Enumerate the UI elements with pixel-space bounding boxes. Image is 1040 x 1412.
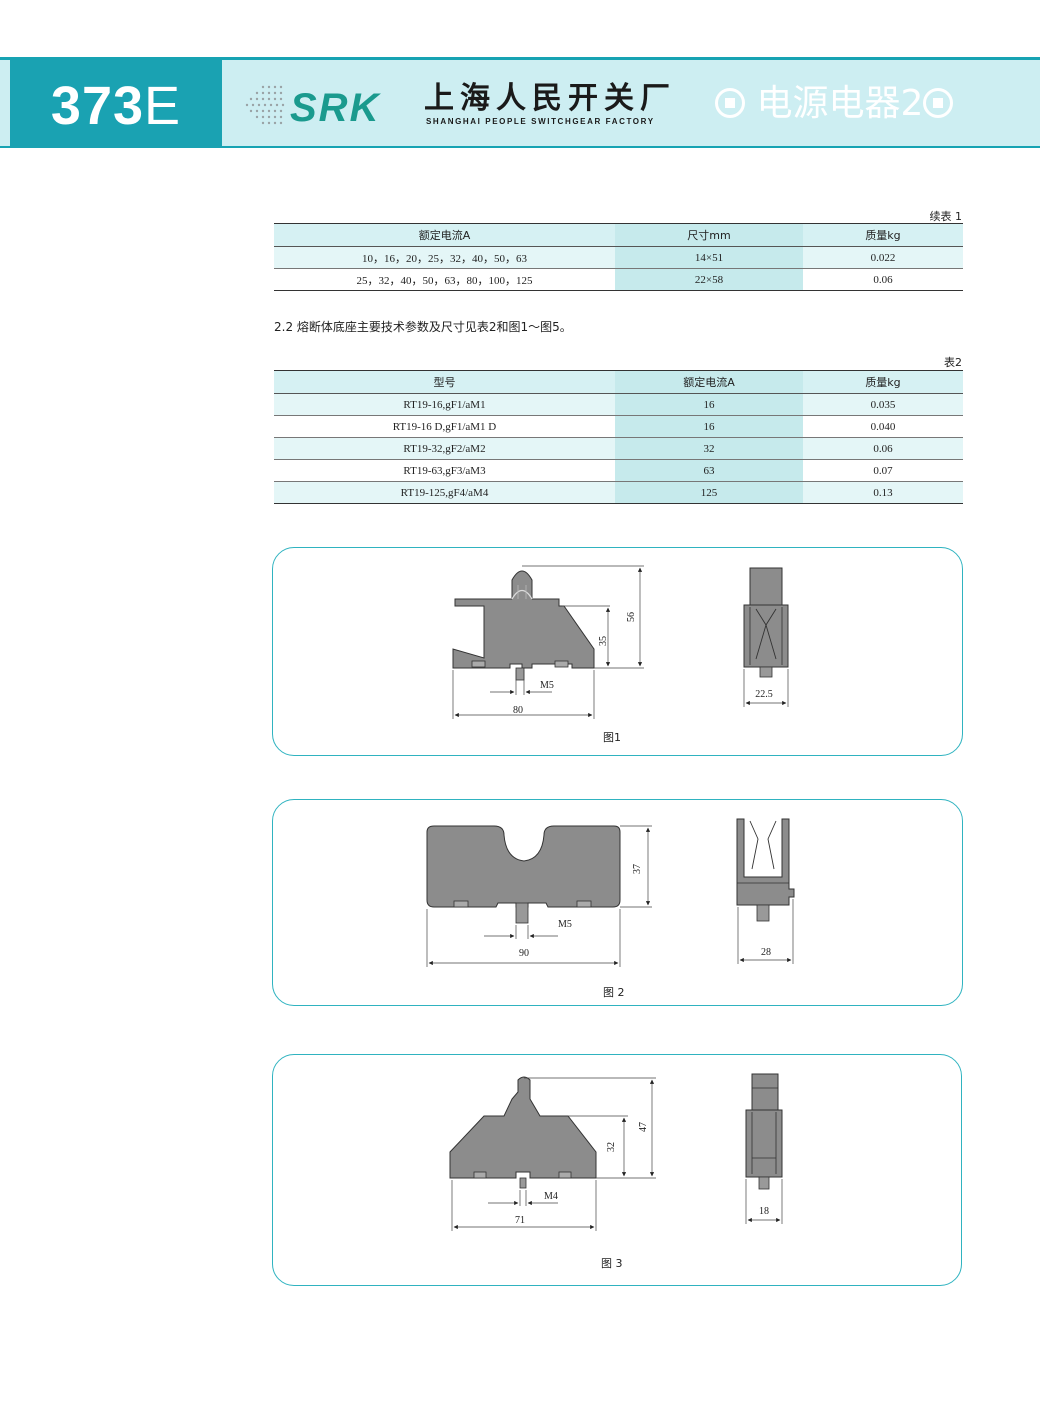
- page-header: 373E SRK 上海人民开关厂 SHANGHAI PEOPLE SWITCHG…: [0, 0, 1040, 150]
- fig2-side-body: [736, 818, 795, 906]
- figure2-drawing: 37 M5 90 28: [426, 818, 795, 967]
- company-name-cn: 上海人民开关厂: [424, 81, 676, 116]
- fig2-base-body: [426, 825, 621, 908]
- bullet-square-icon: [715, 88, 745, 118]
- table-cell: 16: [615, 415, 803, 438]
- table2-caption: 表2: [944, 356, 962, 369]
- figure3-caption: 图 3: [601, 1257, 623, 1270]
- dim-label: 22.5: [755, 689, 773, 700]
- logo-dots-icon: [245, 85, 285, 125]
- table-cell: 16: [615, 393, 803, 416]
- table2-col-model: 型号: [274, 370, 615, 394]
- dim-label: 28: [761, 947, 771, 958]
- table-cell: 22×58: [615, 268, 803, 291]
- category-title: 电源电器2: [715, 82, 954, 126]
- dim-label: 71: [515, 1215, 525, 1226]
- table-cell: 0.06: [803, 437, 963, 460]
- table-cell: RT19-32,gF2/aM2: [274, 437, 615, 460]
- figure1-drawing: 35 56 M5 80 22.5: [452, 565, 789, 719]
- dim-label: 37: [632, 864, 643, 874]
- dim-label: 80: [513, 705, 523, 716]
- table-cell: 32: [615, 437, 803, 460]
- table-row: 25，32，40，50，63，80，100，125 22×58 0.06: [274, 268, 963, 291]
- header-bottom-rule: [0, 146, 1040, 148]
- table-cell: RT19-63,gF3/aM3: [274, 459, 615, 482]
- fig1-base-body: [452, 570, 595, 669]
- fig3-base-body: [449, 1076, 597, 1179]
- section-paragraph: 2.2 熔断体底座主要技术参数及尺寸见表2和图1～图5。: [274, 320, 572, 334]
- table-cell: 0.06: [803, 268, 963, 291]
- table-cell: RT19-16,gF1/aM1: [274, 393, 615, 416]
- fig3-side-cap: [751, 1073, 779, 1115]
- table-cell: 25，32，40，50，63，80，100，125: [274, 268, 615, 291]
- table1-col-size: 尺寸mm: [615, 223, 803, 247]
- dim-label: M5: [558, 919, 572, 930]
- table1-col-current: 额定电流A: [274, 223, 615, 247]
- table-cell: 0.040: [803, 415, 963, 438]
- table2: 型号 额定电流A 质量kg RT19-16,gF1/aM1 16 0.035 R…: [274, 370, 963, 504]
- dim-label: 32: [606, 1142, 617, 1152]
- table1-header-row: 额定电流A 尺寸mm 质量kg: [274, 223, 963, 247]
- table-cell: 10，16，20，25，32，40，50，63: [274, 246, 615, 269]
- page-code-suffix: E: [144, 76, 182, 136]
- page-code: 373E: [10, 60, 222, 148]
- company-name-en: SHANGHAI PEOPLE SWITCHGEAR FACTORY: [426, 117, 655, 126]
- fig1-side-cap: [749, 567, 783, 606]
- table-cell: 0.022: [803, 246, 963, 269]
- dim-label: 18: [759, 1206, 769, 1217]
- table-cell: 0.035: [803, 393, 963, 416]
- table-cell: 125: [615, 481, 803, 504]
- fig3-side-body: [745, 1109, 783, 1178]
- table-row: RT19-16,gF1/aM1 16 0.035: [274, 393, 963, 416]
- table-cell: 14×51: [615, 246, 803, 269]
- table2-header-row: 型号 额定电流A 质量kg: [274, 370, 963, 394]
- table-row: 10，16，20，25，32，40，50，63 14×51 0.022: [274, 246, 963, 269]
- table1: 额定电流A 尺寸mm 质量kg 10，16，20，25，32，40，50，63 …: [274, 223, 963, 291]
- figure1-caption: 图1: [603, 731, 621, 744]
- figure3-panel: [272, 1054, 962, 1286]
- figure1-panel: [272, 547, 963, 756]
- figure2-caption: 图 2: [603, 986, 625, 999]
- table1-caption: 续表 1: [929, 210, 963, 223]
- dim-label: 47: [638, 1122, 649, 1132]
- dim-label: M4: [544, 1191, 558, 1202]
- dim-label: 90: [519, 948, 529, 959]
- dim-label: 35: [598, 636, 609, 646]
- table-cell: RT19-16 D,gF1/aM1 D: [274, 415, 615, 438]
- category-label: 电源电器2: [756, 83, 924, 124]
- fig1-side-body: [743, 604, 789, 668]
- table-row: RT19-63,gF3/aM3 63 0.07: [274, 459, 963, 482]
- table-row: RT19-16 D,gF1/aM1 D 16 0.040: [274, 415, 963, 438]
- dim-label: 56: [626, 612, 637, 622]
- table-cell: 63: [615, 459, 803, 482]
- page-code-number: 373: [50, 76, 145, 136]
- table-row: RT19-32,gF2/aM2 32 0.06: [274, 437, 963, 460]
- bullet-square-icon: [923, 88, 954, 118]
- table2-col-mass: 质量kg: [803, 370, 963, 394]
- brand-logo: SRK: [290, 86, 381, 130]
- table2-col-current: 额定电流A: [615, 370, 803, 394]
- table-row: RT19-125,gF4/aM4 125 0.13: [274, 481, 963, 504]
- header-top-rule: [0, 57, 1040, 60]
- figure3-drawing: 32 47 M4 71 18: [449, 1073, 783, 1231]
- page-code-box: [10, 60, 222, 148]
- table-cell: RT19-125,gF4/aM4: [274, 481, 615, 504]
- table1-col-mass: 质量kg: [803, 223, 963, 247]
- dim-label: M5: [540, 680, 554, 691]
- table-cell: 0.13: [803, 481, 963, 504]
- table-cell: 0.07: [803, 459, 963, 482]
